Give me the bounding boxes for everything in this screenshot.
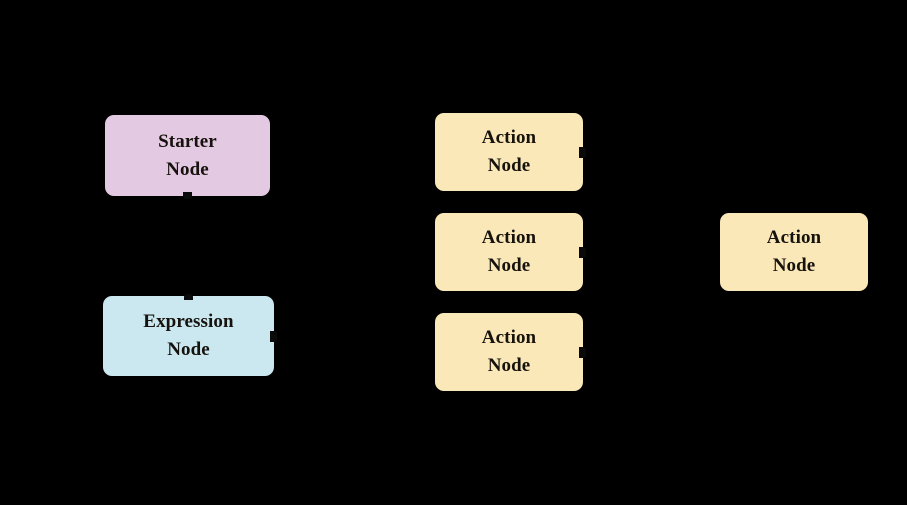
action-node-2-label: Action Node xyxy=(481,227,537,276)
expression-node-output-port[interactable] xyxy=(270,330,277,342)
edge-expression-to-action-3 xyxy=(273,335,436,353)
action-node-4[interactable]: Action Node xyxy=(720,213,868,291)
action-node-4-label: Action Node xyxy=(766,227,822,276)
action-node-1-output-port[interactable] xyxy=(579,146,586,158)
action-node-2-output-port[interactable] xyxy=(579,246,586,258)
expression-node-input-port[interactable] xyxy=(184,294,193,300)
action-node-3-label: Action Node xyxy=(481,327,537,376)
action-node-2[interactable]: Action Node xyxy=(435,213,586,291)
edge-expression-to-action-2 xyxy=(273,251,436,337)
action-node-1-label: Action Node xyxy=(481,127,537,176)
expression-node-label: Expression Node xyxy=(143,311,234,360)
edge-expression-to-action-1 xyxy=(273,151,436,337)
starter-node[interactable]: Starter Node xyxy=(105,115,270,199)
action-node-1[interactable]: Action Node xyxy=(435,113,586,191)
action-node-3[interactable]: Action Node xyxy=(435,313,586,391)
starter-node-label: Starter Node xyxy=(158,130,217,180)
action-node-3-output-port[interactable] xyxy=(579,346,586,358)
starter-node-output-port[interactable] xyxy=(183,192,192,199)
expression-node[interactable]: Expression Node xyxy=(103,294,277,376)
